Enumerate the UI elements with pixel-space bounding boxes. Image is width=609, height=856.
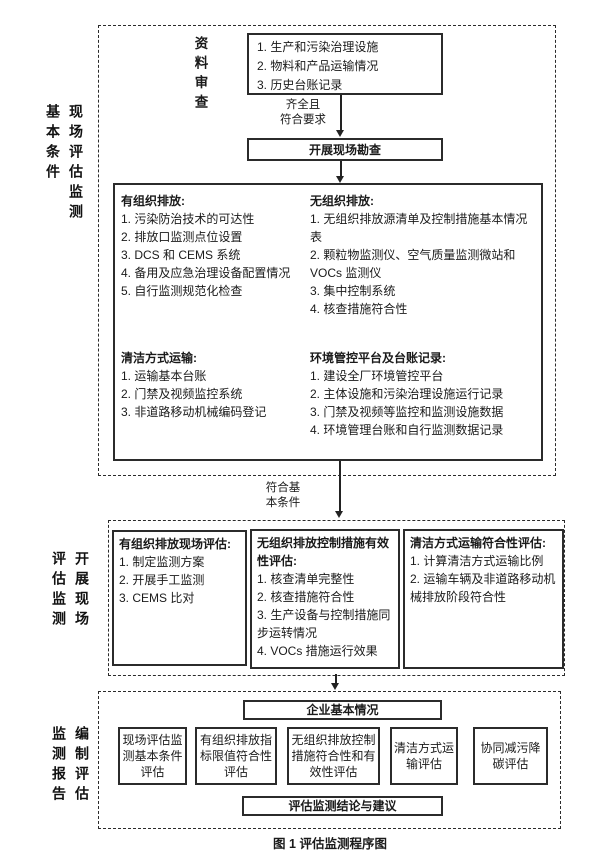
section3-dashed-frame: [98, 691, 561, 829]
arrow-section1-to-section2: [339, 461, 341, 511]
materials-item: 2. 物料和产品运输情况: [257, 59, 379, 73]
section2-side-label-right: 开展现场: [74, 551, 90, 631]
box-item: 1. 核查清单完整性: [257, 572, 355, 586]
site-survey-box: 开展现场勘查: [247, 138, 443, 161]
box-item: 1. 制定监测方案: [119, 555, 205, 569]
unorganized-eval-box: 无组织排放控制措施有效性评估: 1. 核查清单完整性 2. 核查措施符合性 3.…: [250, 529, 400, 669]
block-item: 3. DCS 和 CEMS 系统: [121, 248, 241, 262]
block-item: 3. 非道路移动机械编码登记: [121, 405, 267, 419]
block-item: 2. 排放口监测点位设置: [121, 230, 243, 244]
stage-label-material-review: 资料审查: [192, 36, 208, 114]
box-item: 1. 计算清洁方式运输比例: [410, 554, 544, 568]
box-title: 无组织排放控制措施有效性评估:: [257, 536, 390, 568]
figure-caption: 图 1 评估监测程序图: [273, 837, 387, 851]
arrowhead-icon: [335, 511, 343, 518]
materials-item: 1. 生产和污染治理设施: [257, 40, 379, 54]
report-box-site-conditions: 现场评估监测基本条件评估: [118, 727, 187, 785]
arrow-survey-to-bigbox: [340, 161, 342, 177]
arrow-note-complete: 齐全且 符合要求: [270, 98, 336, 128]
company-basic-info-box: 企业基本情况: [243, 700, 442, 720]
arrow-note-line: 齐全且: [285, 99, 321, 111]
arrowhead-icon: [336, 130, 344, 137]
report-box-unorganized-measures: 无组织排放控制措施符合性和有效性评估: [287, 727, 380, 785]
section2-side-label-left: 评估监测: [51, 551, 67, 631]
conclusion-box: 评估监测结论与建议: [242, 796, 443, 816]
block-title: 无组织排放:: [310, 194, 374, 208]
block-title: 清洁方式运输:: [121, 351, 197, 365]
report-box-carbon-reduction: 协同减污降碳评估: [473, 727, 548, 785]
section3-side-label-right: 编制评估: [74, 726, 90, 806]
report-box-clean-transport: 清洁方式运输评估: [390, 727, 458, 785]
block-item: 1. 污染防治技术的可达性: [121, 212, 255, 226]
clean-transport-block: 清洁方式运输: 1. 运输基本台账 2. 门禁及视频监控系统 3. 非道路移动机…: [121, 349, 303, 421]
arrow-note-line: 符合基: [265, 482, 301, 494]
report-box-organized-limits: 有组织排放指标限值符合性评估: [195, 727, 277, 785]
box-item: 3. CEMS 比对: [119, 591, 195, 605]
arrow-materials-to-survey: [340, 95, 342, 131]
section1-dashed-frame: [98, 25, 556, 476]
block-title: 有组织排放:: [121, 194, 185, 208]
section1-side-label-right: 现场评估监测: [68, 104, 84, 224]
block-item: 4. 核查措施符合性: [310, 302, 408, 316]
box-item: 2. 开展手工监测: [119, 573, 205, 587]
box-title: 清洁方式运输符合性评估:: [410, 536, 546, 550]
box-item: 2. 核查措施符合性: [257, 590, 355, 604]
box-item: 4. VOCs 措施运行效果: [257, 644, 378, 658]
block-title: 环境管控平台及台账记录:: [310, 351, 446, 365]
section3-side-label-left: 监测报告: [51, 726, 67, 806]
block-item: 2. 主体设施和污染治理设施运行记录: [310, 387, 504, 401]
unorganized-emission-block: 无组织排放: 1. 无组织排放源清单及控制措施基本情况表 2. 颗粒物监测仪、空…: [310, 192, 536, 318]
arrow-note-line: 本条件: [265, 497, 301, 509]
box-title: 有组织排放现场评估:: [119, 537, 231, 551]
arrowhead-icon: [336, 176, 344, 183]
section1-side-label: 基本条件 现场评估监测: [45, 104, 84, 224]
block-item: 3. 门禁及视频等监控和监测设施数据: [310, 405, 504, 419]
block-item: 2. 颗粒物监测仪、空气质量监测微站和 VOCs 监测仪: [310, 248, 516, 280]
materials-box: 1. 生产和污染治理设施 2. 物料和产品运输情况 3. 历史台账记录: [247, 33, 443, 95]
block-item: 1. 无组织排放源清单及控制措施基本情况表: [310, 212, 528, 244]
site-check-big-box: [113, 183, 543, 461]
block-item: 1. 运输基本台账: [121, 369, 207, 383]
box-item: 3. 生产设备与控制措施同步运转情况: [257, 608, 391, 640]
block-item: 2. 门禁及视频监控系统: [121, 387, 243, 401]
block-item: 1. 建设全厂环境管控平台: [310, 369, 444, 383]
arrowhead-icon: [331, 683, 339, 690]
organized-emission-block: 有组织排放: 1. 污染防治技术的可达性 2. 排放口监测点位设置 3. DCS…: [121, 192, 303, 300]
section3-side-label: 监测报告 编制评估: [51, 726, 90, 806]
organized-eval-box: 有组织排放现场评估: 1. 制定监测方案 2. 开展手工监测 3. CEMS 比…: [112, 530, 247, 666]
section1-side-label-left: 基本条件: [45, 104, 61, 184]
arrow-note-line: 符合要求: [280, 114, 326, 126]
block-item: 4. 备用及应急治理设备配置情况: [121, 266, 291, 280]
clean-transport-eval-box: 清洁方式运输符合性评估: 1. 计算清洁方式运输比例 2. 运输车辆及非道路移动…: [403, 529, 564, 669]
arrow-section2-to-section3: [335, 674, 337, 684]
materials-item: 3. 历史台账记录: [257, 78, 343, 92]
block-item: 3. 集中控制系统: [310, 284, 396, 298]
env-platform-block: 环境管控平台及台账记录: 1. 建设全厂环境管控平台 2. 主体设施和污染治理设…: [310, 349, 540, 439]
block-item: 5. 自行监测规范化检查: [121, 284, 243, 298]
arrow-note-meets-conditions: 符合基 本条件: [252, 481, 314, 511]
box-item: 2. 运输车辆及非道路移动机械排放阶段符合性: [410, 572, 556, 604]
block-item: 4. 环境管理台账和自行监测数据记录: [310, 423, 504, 437]
section2-side-label: 评估监测 开展现场: [51, 551, 90, 631]
